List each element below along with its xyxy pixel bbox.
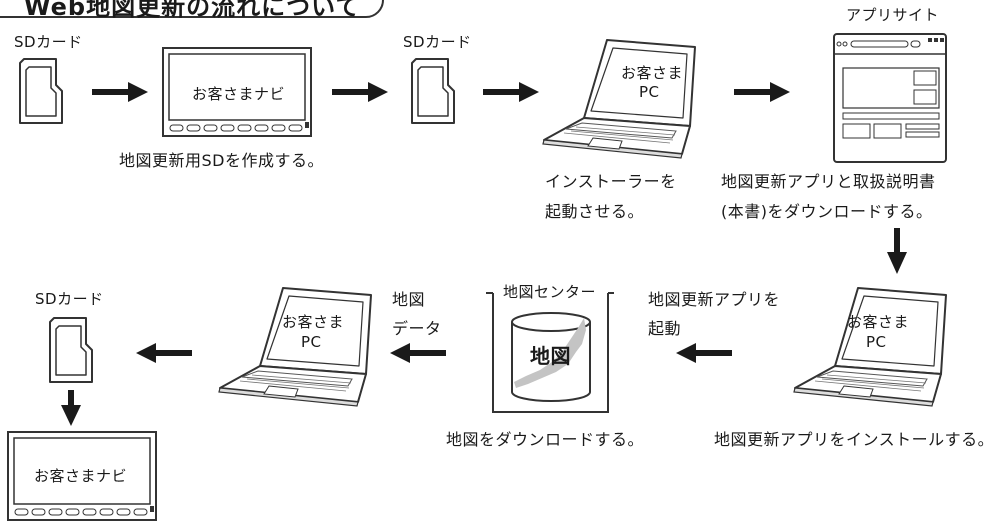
sd-card-icon-2 [411, 58, 455, 124]
map-center-frame [486, 292, 614, 413]
step-create-sd: 地図更新用SDを作成する。 [119, 151, 324, 170]
map-center-label: 地図センター [500, 282, 600, 303]
sd-card-icon-1 [19, 58, 63, 124]
arrow-left-1 [676, 343, 732, 363]
step-launch-app-1: 地図更新アプリを [648, 290, 781, 309]
step-install-app: 地図更新アプリをインストールする。 [714, 430, 995, 449]
step-download-app-2: (本書)をダウンロードする。 [721, 202, 933, 221]
arrow-left-2 [390, 343, 446, 363]
laptop-icon-1 [542, 39, 696, 159]
pc-label-4b: PC [866, 333, 887, 351]
step-start-installer-1: インストーラーを [545, 172, 677, 191]
arrow-right-3 [483, 82, 539, 102]
app-site-label: アプリサイト [846, 6, 940, 24]
pc-label-3a: お客さま [282, 313, 345, 331]
pc-label-1b: PC [639, 83, 660, 101]
map-data-label-2: データ [392, 319, 442, 338]
arrow-down-2 [61, 390, 81, 426]
sd-card-label-3: SDカード [35, 290, 104, 308]
navi-label-1: お客さまナビ [192, 85, 286, 103]
arrow-down-1 [887, 228, 907, 274]
step-download-map: 地図をダウンロードする。 [446, 430, 645, 449]
map-label: 地図 [530, 344, 571, 368]
sd-card-label-1: SDカード [14, 33, 83, 51]
sd-card-icon-3 [49, 317, 93, 383]
map-database-icon [511, 312, 591, 402]
step-download-app-1: 地図更新アプリと取扱説明書 [721, 172, 936, 191]
pc-label-3b: PC [301, 333, 322, 351]
map-data-label-1: 地図 [392, 290, 426, 309]
arrow-right-2 [332, 82, 388, 102]
app-site-window-icon [833, 33, 947, 163]
sd-card-label-2: SDカード [403, 33, 472, 51]
pc-label-1a: お客さま [621, 64, 684, 82]
pc-label-4a: お客さま [847, 313, 910, 331]
arrow-right-1 [92, 82, 148, 102]
step-start-installer-2: 起動させる。 [545, 202, 645, 221]
step-launch-app-2: 起動 [648, 319, 682, 338]
arrow-left-3 [136, 343, 192, 363]
diagram-title: Web地図更新の流れについて [24, 0, 361, 21]
navi-label-2: お客さまナビ [34, 467, 128, 485]
arrow-right-4 [734, 82, 790, 102]
laptop-icon-3 [218, 287, 372, 407]
